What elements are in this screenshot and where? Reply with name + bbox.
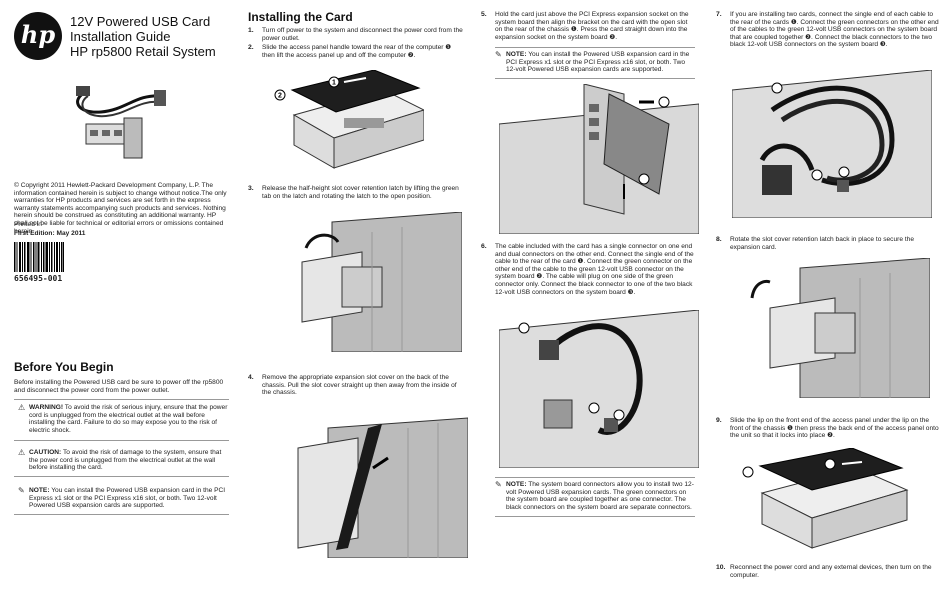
- note-pencil-icon: ✎: [18, 486, 25, 495]
- step-7: 7. If you are installing two cards, conn…: [716, 11, 944, 49]
- caution-block: ⚠ CAUTION: To avoid the risk of damage t…: [18, 449, 228, 472]
- step-3-number: 3.: [248, 185, 254, 192]
- installing-heading: Installing the Card: [248, 10, 353, 24]
- step-2: 2. Slide the access panel handle toward …: [248, 44, 463, 59]
- step-5-number: 5.: [481, 11, 487, 18]
- step-8: 8. Rotate the slot cover retention latch…: [716, 236, 944, 251]
- step-9: 9. Slide the lip on the front end of the…: [716, 417, 944, 440]
- rule-note5-bottom: [495, 78, 695, 79]
- step-10-text: Reconnect the power cord and any externa…: [730, 564, 932, 579]
- column-4: 7. If you are installing two cards, conn…: [716, 0, 946, 609]
- caution-triangle-icon: ⚠: [18, 448, 26, 457]
- step-4-text: Remove the appropriate expansion slot co…: [262, 374, 457, 397]
- warning-block: ⚠ WARNING! To avoid the risk of serious …: [18, 403, 228, 434]
- hp-logo: hp: [14, 12, 62, 60]
- step-1: 1. Turn off power to the system and disc…: [248, 27, 463, 42]
- step-7-text: If you are installing two cards, connect…: [730, 11, 939, 49]
- printed-in: Printed in: [14, 221, 42, 228]
- step-6-text: The cable included with the card has a s…: [495, 243, 694, 296]
- step-10-number: 10.: [716, 564, 726, 571]
- note-text: You can install the Powered USB expansio…: [29, 487, 226, 510]
- usb-card-illustration: [76, 86, 166, 159]
- rule-1: [14, 399, 229, 400]
- note-5-label: NOTE:: [506, 51, 527, 58]
- title-line-3: HP rp5800 Retail System: [70, 44, 216, 59]
- step-3-illustration: [272, 212, 462, 352]
- note-pencil-icon: ✎: [495, 480, 502, 489]
- note-pencil-icon: ✎: [495, 50, 502, 59]
- callout-2: 2: [278, 93, 282, 100]
- step-6-illustration: [499, 310, 699, 468]
- hp-logo-text: hp: [20, 20, 56, 49]
- warning-triangle-icon: ⚠: [18, 403, 26, 412]
- step-6: 6. The cable included with the card has …: [481, 243, 696, 296]
- barcode-graphic: [14, 242, 64, 272]
- step-6-number: 6.: [481, 243, 487, 250]
- step-9-number: 9.: [716, 417, 722, 424]
- note-5-text: You can install the Powered USB expansio…: [506, 51, 690, 74]
- step-1-number: 1.: [248, 27, 254, 34]
- step-2-number: 2.: [248, 44, 254, 51]
- caution-text: To avoid the risk of damage to the syste…: [29, 449, 222, 472]
- column-1: hp 12V Powered USB Card Installation Gui…: [0, 0, 235, 609]
- step-1-text: Turn off power to the system and disconn…: [262, 27, 463, 42]
- callout-1: 1: [332, 80, 336, 87]
- usb-card-product-image: [66, 74, 171, 164]
- rule-4: [14, 514, 229, 515]
- step-9-illustration: [742, 448, 912, 550]
- step-2-text: Slide the access panel handle toward the…: [262, 44, 452, 59]
- product-title: 12V Powered USB Card Installation Guide …: [70, 14, 235, 59]
- step-10: 10. Reconnect the power cord and any ext…: [716, 564, 944, 579]
- rule-note6-top: [495, 477, 695, 478]
- column-3: 5. Hold the card just above the PCI Expr…: [481, 0, 703, 609]
- note-5-block: ✎ NOTE: You can install the Powered USB …: [495, 51, 695, 74]
- step-5-text: Hold the card just above the PCI Express…: [495, 11, 689, 41]
- note-6-block: ✎ NOTE: The system board connectors allo…: [495, 480, 695, 511]
- before-you-begin-heading: Before You Begin: [14, 360, 114, 374]
- step-7-illustration: [732, 70, 932, 218]
- rule-3: [14, 476, 229, 477]
- step-3-text: Release the half-height slot cover reten…: [262, 185, 459, 200]
- note-block: ✎ NOTE: You can install the Powered USB …: [18, 487, 228, 510]
- step-5: 5. Hold the card just above the PCI Expr…: [481, 11, 696, 41]
- barcode: [14, 242, 64, 272]
- before-intro: Before installing the Powered USB card b…: [14, 379, 224, 394]
- rule-2: [14, 440, 229, 441]
- note-label: NOTE:: [29, 487, 50, 494]
- step-8-number: 8.: [716, 236, 722, 243]
- column-2: Installing the Card 1. Turn off power to…: [248, 0, 470, 609]
- step-7-number: 7.: [716, 11, 722, 18]
- step-8-text: Rotate the slot cover retention latch ba…: [730, 236, 914, 251]
- caution-label: CAUTION:: [29, 449, 62, 456]
- note-6-label: NOTE:: [506, 481, 527, 488]
- title-line-2: Installation Guide: [70, 29, 171, 44]
- step-4-illustration: [278, 408, 468, 558]
- note-6-text: The system board connectors allow you to…: [506, 481, 694, 511]
- step-4-number: 4.: [248, 374, 254, 381]
- copyright-text: © Copyright 2011 Hewlett-Packard Develop…: [14, 182, 227, 235]
- step-2-illustration: 1 2: [274, 70, 424, 170]
- step-9-text: Slide the lip on the front end of the ac…: [730, 417, 939, 440]
- first-edition: First Edition: May 2011: [14, 230, 86, 237]
- step-5-illustration: [499, 84, 699, 234]
- step-4: 4. Remove the appropriate expansion slot…: [248, 374, 463, 397]
- step-3: 3. Release the half-height slot cover re…: [248, 185, 463, 200]
- part-number: 656495-001: [14, 274, 63, 283]
- rule-note6-bottom: [495, 516, 695, 517]
- title-line-1: 12V Powered USB Card: [70, 14, 211, 29]
- step-8-illustration: [740, 258, 930, 398]
- rule-note5-top: [495, 47, 695, 48]
- warning-text: To avoid the risk of serious injury, ens…: [29, 404, 228, 434]
- warning-label: WARNING!: [29, 404, 64, 411]
